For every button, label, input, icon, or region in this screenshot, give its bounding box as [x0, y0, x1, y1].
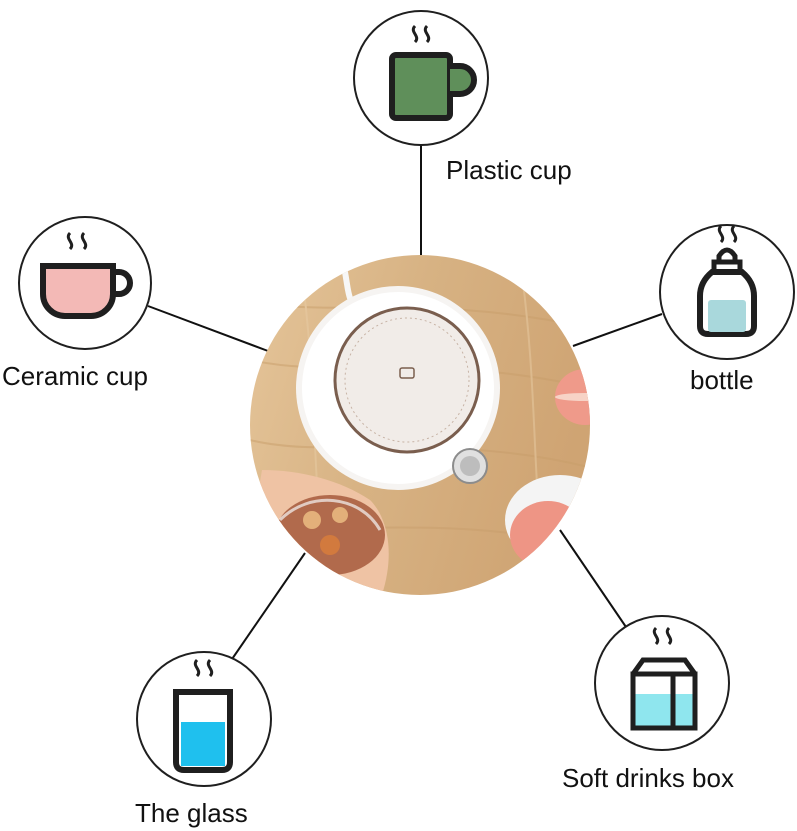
ceramic-cup-node — [18, 216, 152, 350]
cup-icon — [40, 231, 133, 319]
connector-bottle — [572, 313, 663, 347]
glass-icon — [173, 658, 233, 773]
plastic-cup-label: Plastic cup — [446, 155, 572, 185]
cup-warmer-photo — [250, 255, 590, 595]
connector-drinks-box — [559, 529, 627, 628]
glass-label: The glass — [135, 798, 248, 828]
glass-node — [136, 651, 272, 787]
drinks-box-label: Soft drinks box — [562, 763, 734, 793]
baby-bottle-icon — [697, 224, 757, 337]
glass-circle — [136, 651, 272, 787]
connector-lines — [147, 145, 663, 663]
bottle-label: bottle — [690, 365, 754, 395]
plastic-cup-node — [353, 10, 489, 146]
mug-icon — [389, 24, 477, 121]
carton-icon — [630, 626, 698, 731]
ceramic-cup-label: Ceramic cup — [2, 361, 148, 391]
connector-glass — [229, 552, 306, 663]
connector-ceramic-cup — [147, 305, 269, 352]
bottle-node — [659, 224, 795, 360]
drinks-box-node — [594, 615, 730, 751]
